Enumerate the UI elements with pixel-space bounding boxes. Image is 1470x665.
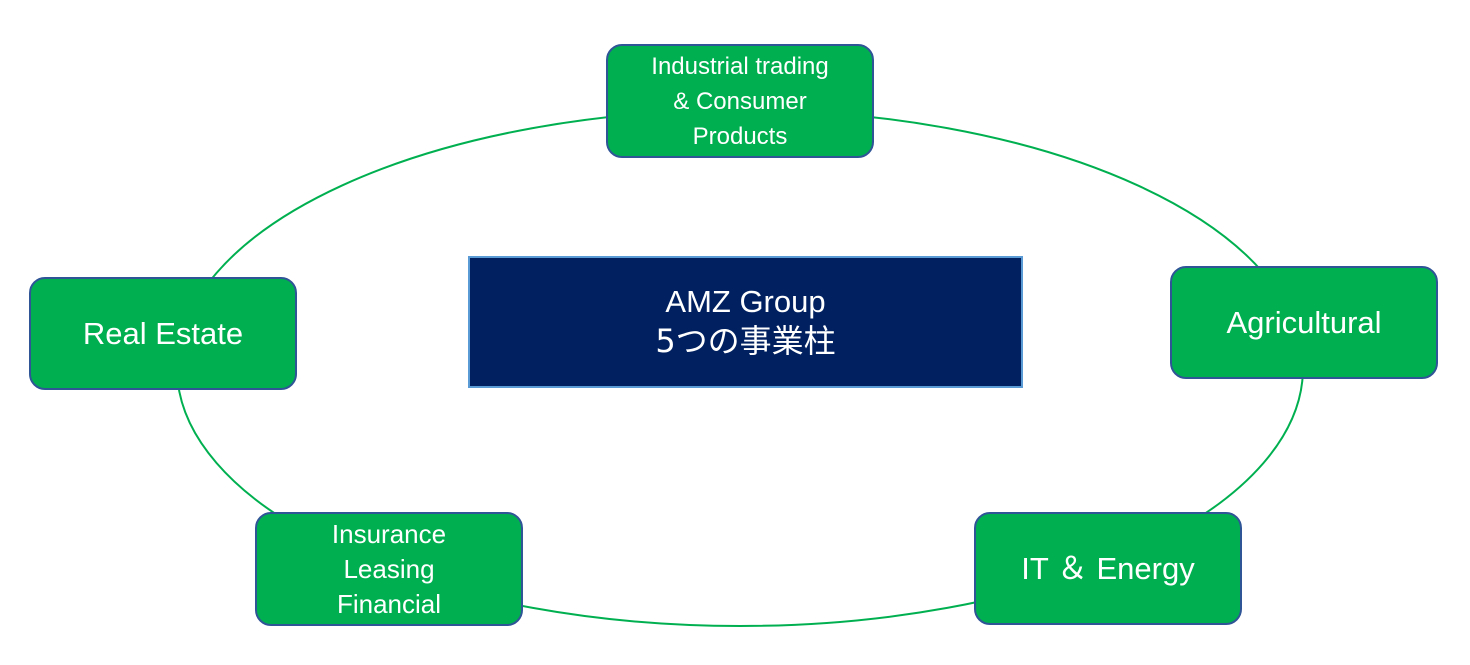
node-insurance-leasing-financial: Insurance Leasing Financial — [255, 512, 523, 626]
node-industrial-line-3: Products — [692, 122, 788, 150]
center-title-box: AMZ Group 5つの事業柱 — [468, 256, 1023, 388]
node-it-energy: IT ＆ Energy — [974, 512, 1242, 625]
node-industrial-line-2: & Consumer — [673, 87, 807, 115]
node-industrial-line-1: Industrial trading — [651, 52, 829, 80]
node-agricultural: Agricultural — [1170, 266, 1438, 379]
node-insurance-line-1: Insurance — [331, 518, 447, 549]
node-insurance-line-3: Financial — [336, 588, 442, 619]
center-subtitle: 5つの事業柱 — [655, 322, 836, 360]
node-real-estate-label: Real Estate — [82, 315, 244, 351]
node-real-estate: Real Estate — [29, 277, 297, 390]
center-title: AMZ Group — [665, 284, 826, 319]
node-it-energy-label: IT ＆ Energy — [1021, 550, 1195, 586]
node-industrial-trading: Industrial trading & Consumer Products — [606, 44, 874, 158]
node-insurance-line-2: Leasing — [343, 553, 435, 584]
node-agricultural-label: Agricultural — [1226, 304, 1382, 340]
